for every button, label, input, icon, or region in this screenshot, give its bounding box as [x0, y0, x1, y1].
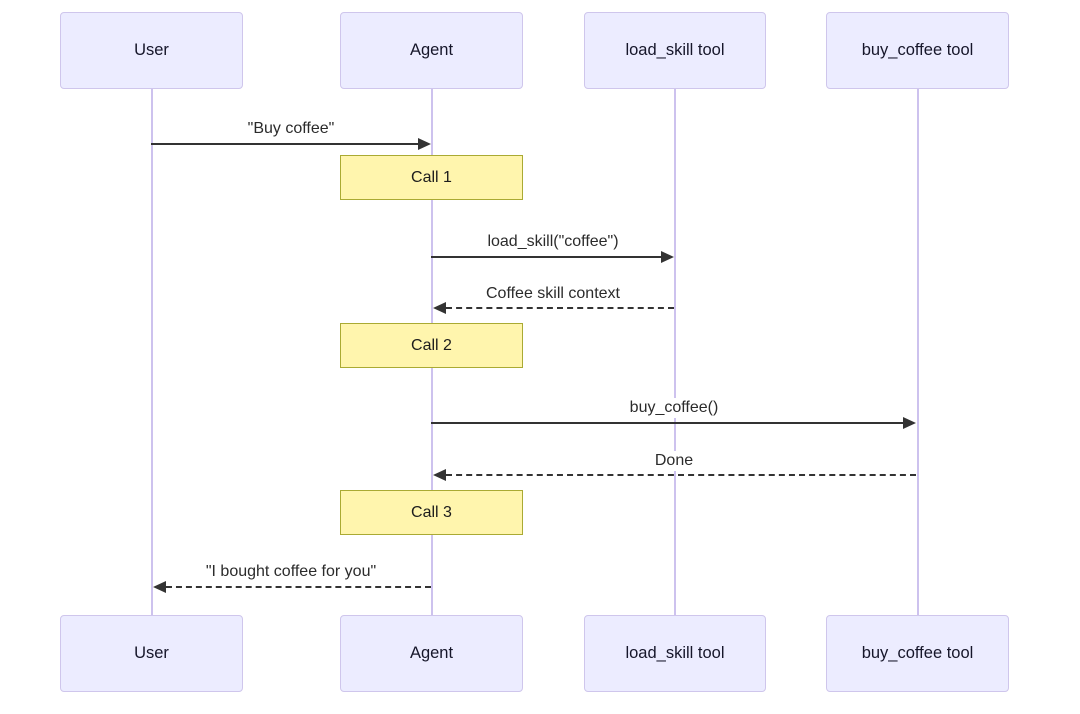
- arrowhead-left-icon: [433, 302, 446, 314]
- actor-load-skill-top: load_skill tool: [584, 12, 766, 89]
- actor-agent-bottom: Agent: [340, 615, 523, 692]
- actor-user-label: User: [134, 41, 169, 59]
- message-label-skill-context-return: Coffee skill context: [483, 284, 623, 304]
- actor-load-skill-bottom: load_skill tool: [584, 615, 766, 692]
- actor-load-skill-label: load_skill tool: [625, 41, 725, 59]
- lifeline-load-skill: [674, 89, 676, 615]
- actor-user-bottom: User: [60, 615, 243, 692]
- message-label-buy-coffee-request: "Buy coffee": [244, 119, 338, 139]
- arrowhead-left-icon: [153, 581, 166, 593]
- message-line-skill-context-return: [446, 307, 674, 309]
- message-label-buy-coffee-call: buy_coffee(): [626, 398, 722, 418]
- note-call-1: Call 1: [340, 155, 523, 200]
- message-line-buy-coffee-call: [431, 422, 905, 424]
- note-call-2-label: Call 2: [411, 336, 452, 354]
- note-call-3-label: Call 3: [411, 503, 452, 521]
- actor-buy-coffee-label: buy_coffee tool: [861, 644, 974, 662]
- message-line-buy-coffee-request: [151, 143, 420, 145]
- arrowhead-right-icon: [661, 251, 674, 263]
- actor-load-skill-label: load_skill tool: [625, 644, 725, 662]
- actor-agent-label: Agent: [409, 41, 454, 59]
- note-call-1-label: Call 1: [411, 168, 452, 186]
- actor-agent-label: Agent: [409, 644, 454, 662]
- message-line-done-return: [446, 474, 916, 476]
- actor-buy-coffee-top: buy_coffee tool: [826, 12, 1009, 89]
- arrowhead-right-icon: [418, 138, 431, 150]
- actor-buy-coffee-bottom: buy_coffee tool: [826, 615, 1009, 692]
- arrowhead-left-icon: [433, 469, 446, 481]
- message-label-load-skill-call: load_skill("coffee"): [484, 232, 622, 252]
- message-label-done-return: Done: [651, 451, 697, 471]
- message-line-load-skill-call: [431, 256, 663, 258]
- actor-user-label: User: [134, 644, 169, 662]
- message-line-final-reply: [166, 586, 431, 588]
- lifeline-user: [150, 89, 153, 615]
- arrowhead-right-icon: [903, 417, 916, 429]
- actor-user-top: User: [60, 12, 243, 89]
- message-label-final-reply: "I bought coffee for you": [202, 562, 380, 582]
- actor-buy-coffee-label: buy_coffee tool: [861, 41, 974, 59]
- actor-agent-top: Agent: [340, 12, 523, 89]
- lifeline-buy-coffee: [916, 89, 919, 615]
- note-call-2: Call 2: [340, 323, 523, 368]
- note-call-3: Call 3: [340, 490, 523, 535]
